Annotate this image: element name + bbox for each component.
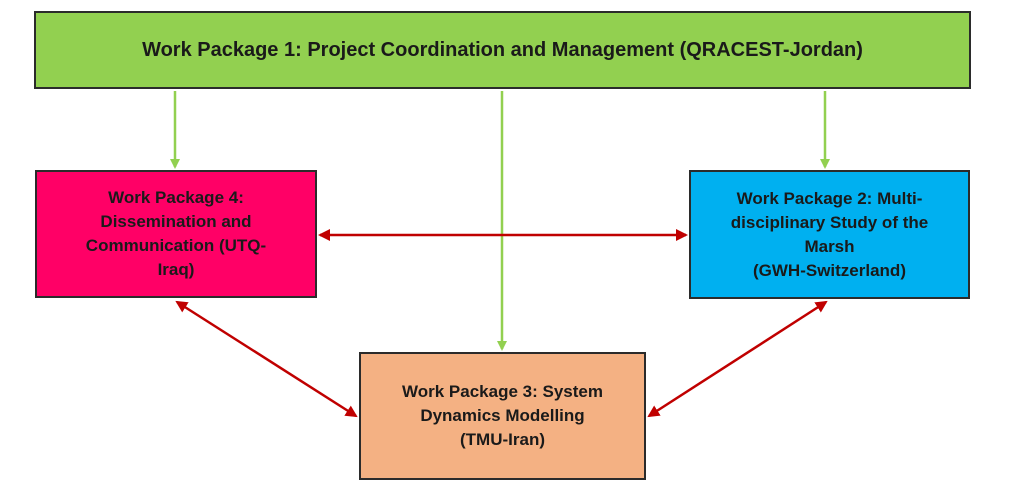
- work-package-3-label: Work Package 3: System Dynamics Modellin…: [402, 382, 603, 449]
- work-package-3-box: Work Package 3: System Dynamics Modellin…: [359, 352, 646, 480]
- arrow-wp4-wp3: [175, 300, 358, 418]
- work-package-1-label: Work Package 1: Project Coordination and…: [142, 38, 863, 61]
- work-package-2-label: Work Package 2: Multi- disciplinary Stud…: [730, 188, 929, 280]
- work-package-2-box: Work Package 2: Multi- disciplinary Stud…: [689, 170, 970, 299]
- work-package-4-label: Work Package 4: Dissemination and Commun…: [85, 188, 267, 279]
- work-package-4-box: Work Package 4: Dissemination and Commun…: [35, 170, 317, 298]
- arrow-wp2-wp3: [647, 300, 828, 418]
- work-package-1-box: Work Package 1: Project Coordination and…: [34, 11, 971, 89]
